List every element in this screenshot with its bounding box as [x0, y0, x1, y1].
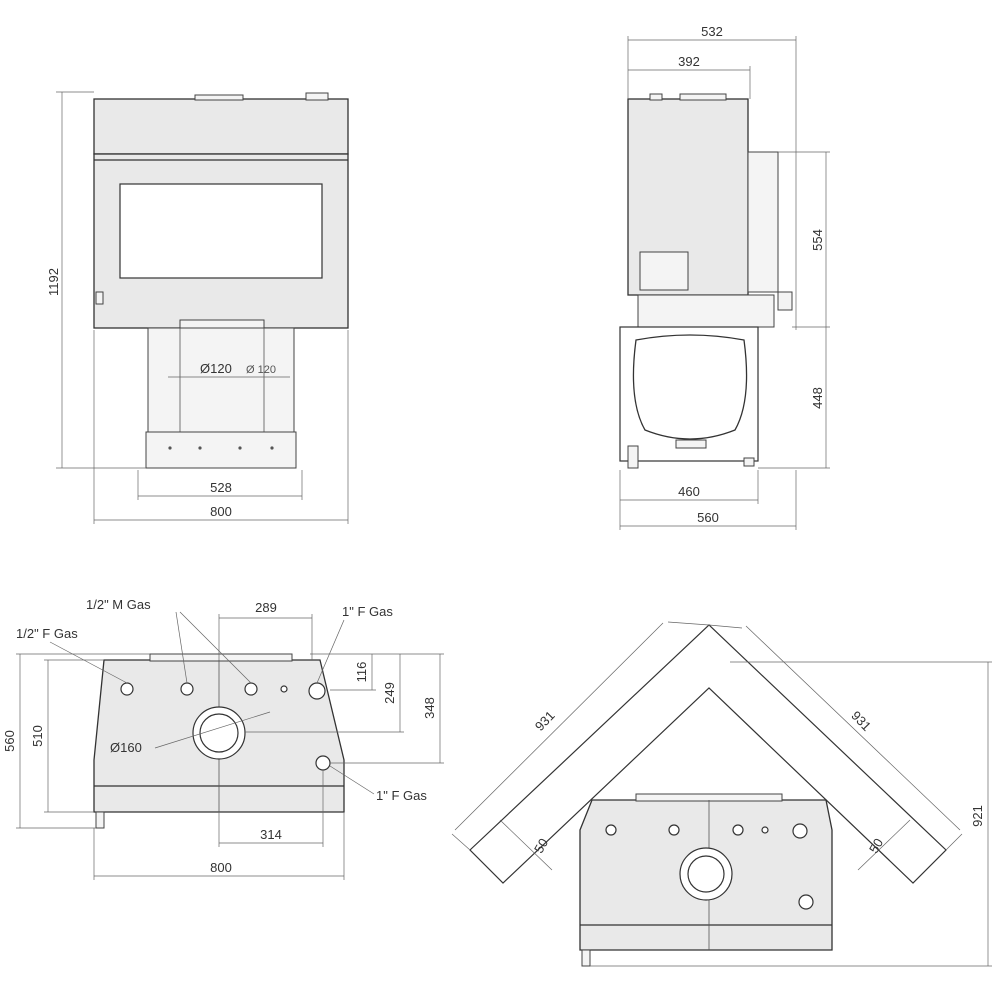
- front-glass: [119, 183, 323, 279]
- label-gas-half-male: 1/2" M Gas: [86, 597, 151, 612]
- dim-front-flue-alt: Ø 120: [246, 364, 276, 376]
- front-hood: [93, 98, 349, 155]
- top-view: 1/2" M Gas 1/2" F Gas 1" F Gas 1" F Gas …: [2, 597, 444, 880]
- side-view: 532 392 554 448 460 560: [619, 24, 830, 530]
- front-pedestal: [147, 327, 295, 433]
- dim-front-height: 1192: [46, 268, 61, 296]
- dim-corner-diag-left: 931: [532, 708, 558, 734]
- gas-one-female-port-bottom: [315, 755, 331, 771]
- dim-front-width: 800: [210, 504, 232, 519]
- gas-one-female-port-top: [308, 682, 326, 700]
- front-top-vent: [194, 94, 244, 101]
- dim-top-510: 510: [30, 725, 45, 747]
- dim-top-249: 249: [382, 682, 397, 704]
- label-gas-one-female-bottom: 1" F Gas: [376, 788, 427, 803]
- top-flue-inner: [199, 713, 239, 753]
- gas-half-male-port-1: [180, 682, 194, 696]
- dim-top-800: 800: [210, 860, 232, 875]
- gas-half-female-port: [120, 682, 134, 696]
- dim-top-289: 289: [255, 600, 277, 615]
- side-control-box: [639, 251, 689, 291]
- dim-front-flue: Ø120: [200, 361, 232, 376]
- dim-corner-gap-left: 50: [531, 836, 551, 856]
- front-handle: [95, 291, 104, 305]
- dim-corner-diag-right: 931: [848, 708, 874, 734]
- dim-front-base-width: 528: [210, 480, 232, 495]
- dim-side-total-base-depth: 560: [697, 510, 719, 525]
- label-gas-one-female-top: 1" F Gas: [342, 604, 393, 619]
- dim-side-upper-height: 554: [810, 229, 825, 251]
- dim-side-base-depth: 460: [678, 484, 700, 499]
- side-firebox-base: [637, 294, 775, 328]
- side-pedestal-opening: [632, 334, 748, 440]
- front-view: 1192 Ø120 Ø 120 528 800: [46, 91, 349, 524]
- dim-side-lower-height: 448: [810, 387, 825, 409]
- label-gas-half-female: 1/2" F Gas: [16, 626, 78, 641]
- dim-top-314: 314: [260, 827, 282, 842]
- dim-top-560: 560: [2, 730, 17, 752]
- front-top-collar: [305, 92, 329, 101]
- front-flue-collar: [179, 319, 265, 329]
- dim-corner-height: 921: [970, 805, 985, 827]
- gas-half-male-port-2: [244, 682, 258, 696]
- dim-side-total-depth: 532: [701, 24, 723, 39]
- label-top-flue: Ø160: [110, 740, 142, 755]
- front-base: [145, 431, 297, 469]
- corner-view: 931 931 50 50 921: [451, 621, 992, 967]
- dim-side-body-depth: 392: [678, 54, 700, 69]
- dim-top-116: 116: [354, 662, 369, 683]
- side-glass-frame: [747, 151, 779, 293]
- dim-top-348: 348: [422, 697, 437, 719]
- dim-corner-gap-right: 50: [866, 836, 886, 856]
